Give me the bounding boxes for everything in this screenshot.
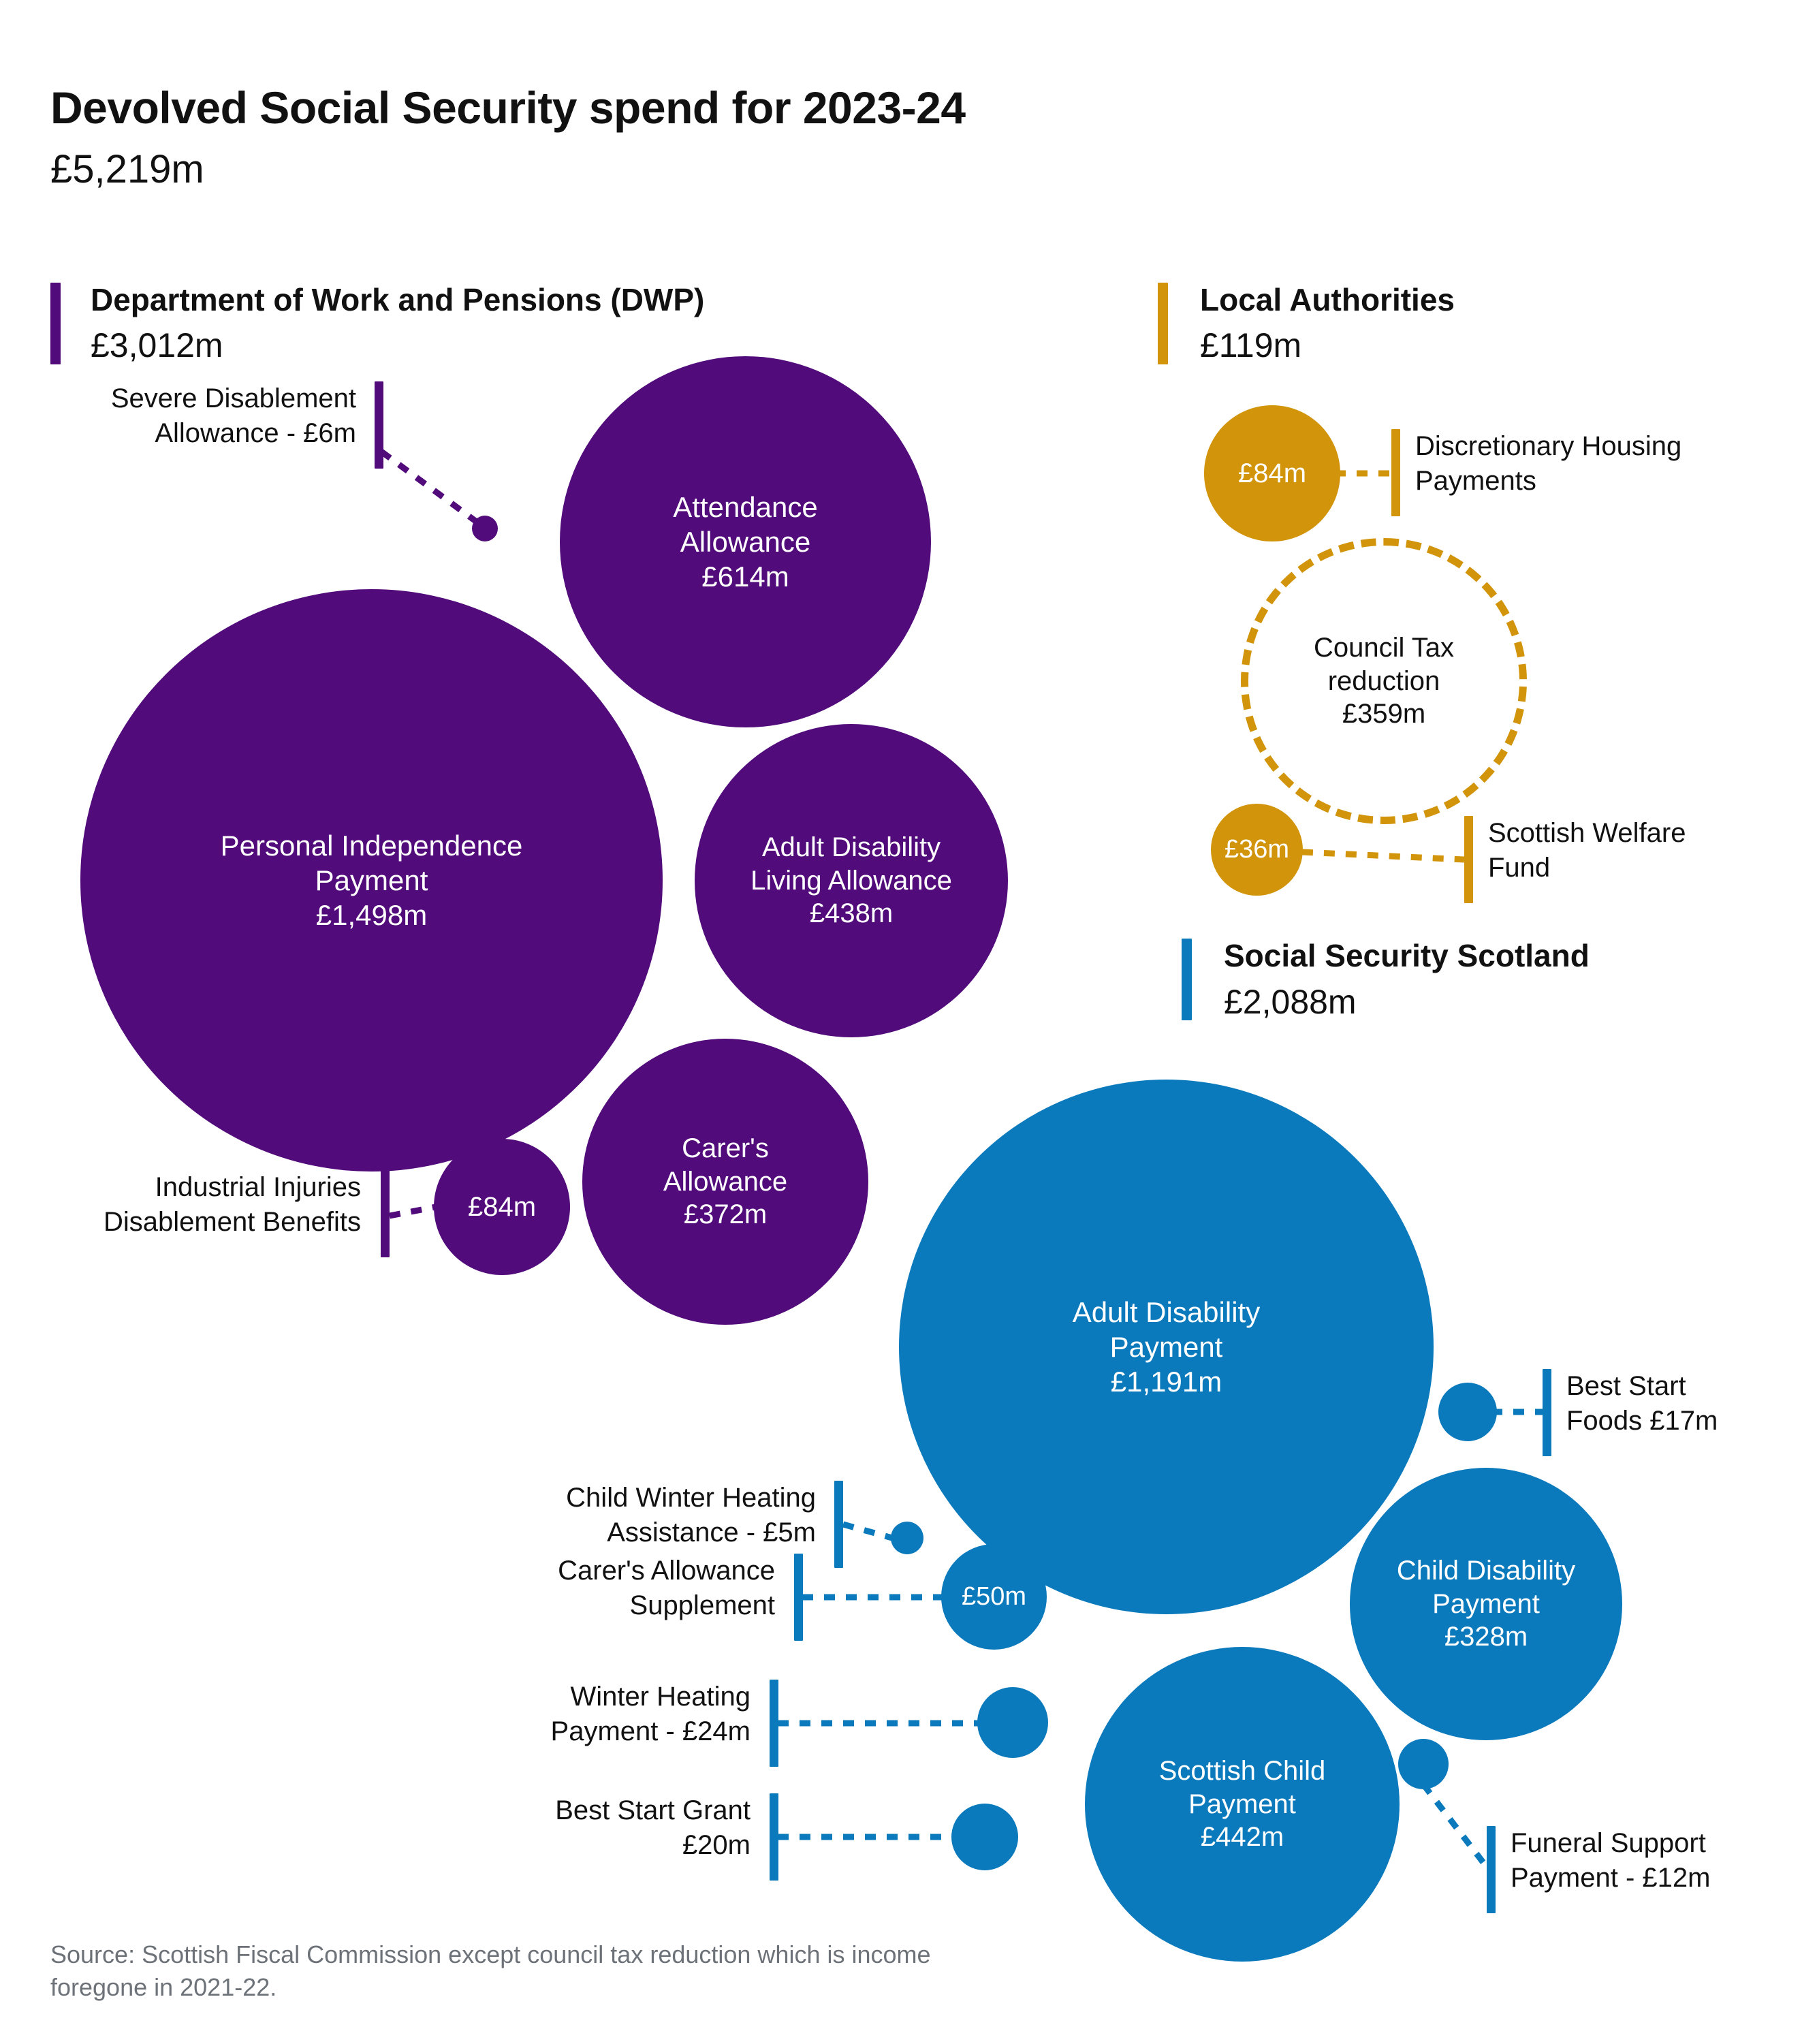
child-winter-heating-assistance-tick bbox=[834, 1481, 843, 1568]
bubble-scottish-welfare-fund[interactable]: £36m bbox=[1211, 804, 1303, 896]
bubble-value: £36m bbox=[1224, 835, 1290, 864]
funeral-support-payment-tick bbox=[1487, 1826, 1496, 1913]
bubble-value: £84m bbox=[467, 1191, 537, 1222]
bubble-label-line2: Payment bbox=[1432, 1588, 1540, 1619]
bubble-discretionary-housing-payments[interactable]: £84m bbox=[1204, 405, 1340, 541]
bubble-label-line2: Living Allowance bbox=[750, 865, 952, 896]
bubble-label-line1: Attendance bbox=[673, 490, 818, 523]
sss-section-bar bbox=[1182, 939, 1192, 1020]
winter-heating-payment-tick bbox=[770, 1680, 778, 1767]
best-start-foods-tick bbox=[1543, 1369, 1551, 1456]
page-title: Devolved Social Security spend for 2023-… bbox=[50, 82, 966, 133]
bubble-label-line1: Child Disability bbox=[1396, 1555, 1576, 1586]
local-authorities-section-bar bbox=[1158, 283, 1168, 364]
bubble-value: £438m bbox=[809, 898, 894, 929]
severe-disablement-allowance-tick bbox=[375, 381, 383, 469]
callout-funeral-support-payment: Funeral Support Payment - £12m bbox=[1511, 1828, 1711, 1893]
bubble-child-winter-heating-assistance[interactable] bbox=[891, 1522, 923, 1554]
sss-section-title: Social Security Scotland bbox=[1224, 938, 1590, 973]
callout-best-start-foods: Best Start Foods £17m bbox=[1566, 1371, 1718, 1436]
bubble-value: £614m bbox=[701, 561, 789, 593]
bubble-value: £50m bbox=[961, 1582, 1027, 1611]
callout-discretionary-housing-payments: Discretionary Housing Payments bbox=[1415, 431, 1682, 497]
bubble-value: £442m bbox=[1200, 1822, 1284, 1853]
callout-scottish-welfare-fund: Scottish Welfare Fund bbox=[1488, 818, 1686, 883]
source-note: Source: Scottish Fiscal Commission excep… bbox=[50, 1940, 931, 2002]
bubble-adult-disability-payment[interactable]: Adult Disability Payment £1,191m bbox=[899, 1080, 1434, 1614]
bubble-best-start-foods[interactable] bbox=[1438, 1383, 1497, 1441]
best-start-grant-tick bbox=[770, 1793, 778, 1881]
local-authorities-section-title: Local Authorities bbox=[1200, 282, 1455, 317]
bubble-label-line1: Personal Independence bbox=[220, 829, 523, 862]
bubble-funeral-support-payment[interactable] bbox=[1398, 1739, 1449, 1789]
bubble-label-line1: Adult Disability bbox=[1072, 1295, 1261, 1328]
bubble-severe-disablement-allowance[interactable] bbox=[472, 516, 498, 541]
dwp-section-title: Department of Work and Pensions (DWP) bbox=[91, 282, 705, 317]
bubble-adult-disability-living-allowance[interactable]: Adult Disability Living Allowance £438m bbox=[695, 724, 1008, 1037]
bubble-label-line1: Council Tax bbox=[1313, 632, 1455, 663]
bubble-best-start-grant[interactable] bbox=[951, 1804, 1018, 1870]
bubble-scottish-child-payment[interactable]: Scottish Child Payment £442m bbox=[1085, 1647, 1400, 1962]
bubble-child-disability-payment[interactable]: Child Disability Payment £328m bbox=[1350, 1468, 1622, 1740]
scottish-welfare-fund-tick bbox=[1464, 816, 1473, 903]
discretionary-housing-payments-tick bbox=[1391, 429, 1400, 516]
bubble-label-line2: Allowance bbox=[663, 1166, 788, 1197]
callout-severe-disablement-allowance: Severe Disablement Allowance - £6m bbox=[110, 383, 356, 449]
bubble-value: £1,498m bbox=[315, 899, 428, 932]
dwp-section-total: £3,012m bbox=[91, 326, 223, 364]
carers-allowance-supplement-tick bbox=[794, 1554, 803, 1641]
bubble-carers-allowance[interactable]: Carer's Allowance £372m bbox=[582, 1039, 868, 1325]
bubble-label-line1: Carer's bbox=[682, 1133, 769, 1163]
bubble-personal-independence-payment[interactable]: Personal Independence Payment £1,498m bbox=[80, 589, 663, 1172]
local-authorities-section-total: £119m bbox=[1200, 326, 1302, 364]
bubble-winter-heating-payment[interactable] bbox=[977, 1687, 1048, 1758]
dwp-section-bar bbox=[50, 283, 61, 364]
bubble-value: £359m bbox=[1342, 699, 1426, 729]
callout-child-winter-heating-assistance: Child Winter Heating Assistance - £5m bbox=[566, 1483, 816, 1548]
bubble-value: £328m bbox=[1444, 1622, 1528, 1652]
callout-industrial-injuries: Industrial Injuries Disablement Benefits bbox=[104, 1172, 361, 1238]
industrial-injuries-tick bbox=[381, 1170, 390, 1257]
bubble-value: £84m bbox=[1237, 458, 1307, 488]
sss-section-total: £2,088m bbox=[1224, 983, 1357, 1021]
bubble-label-line1: Adult Disability bbox=[761, 832, 941, 862]
bubble-label-line1: Scottish Child bbox=[1158, 1755, 1326, 1786]
bubble-label-line2: reduction bbox=[1327, 665, 1440, 696]
bubble-industrial-injuries-disablement-benefits[interactable]: £84m bbox=[434, 1139, 570, 1275]
page-total: £5,219m bbox=[50, 147, 204, 191]
bubble-value: £1,191m bbox=[1110, 1366, 1222, 1398]
bubble-council-tax-reduction[interactable]: Council Tax reduction £359m bbox=[1241, 538, 1527, 824]
bubble-label-line2: Allowance bbox=[680, 525, 811, 558]
bubble-carers-allowance-supplement[interactable]: £50m bbox=[941, 1544, 1047, 1650]
bubble-label-line2: Payment bbox=[1109, 1330, 1223, 1363]
callout-best-start-grant: Best Start Grant £20m bbox=[555, 1795, 750, 1861]
bubble-attendance-allowance[interactable]: Attendance Allowance £614m bbox=[560, 356, 931, 727]
bubble-label-line2: Payment bbox=[1188, 1789, 1296, 1819]
callout-winter-heating-payment: Winter Heating Payment - £24m bbox=[550, 1682, 750, 1747]
bubble-value: £372m bbox=[683, 1199, 768, 1230]
bubble-label-line2: Payment bbox=[315, 864, 428, 896]
callout-carers-allowance-supplement: Carer's Allowance Supplement bbox=[558, 1556, 775, 1621]
